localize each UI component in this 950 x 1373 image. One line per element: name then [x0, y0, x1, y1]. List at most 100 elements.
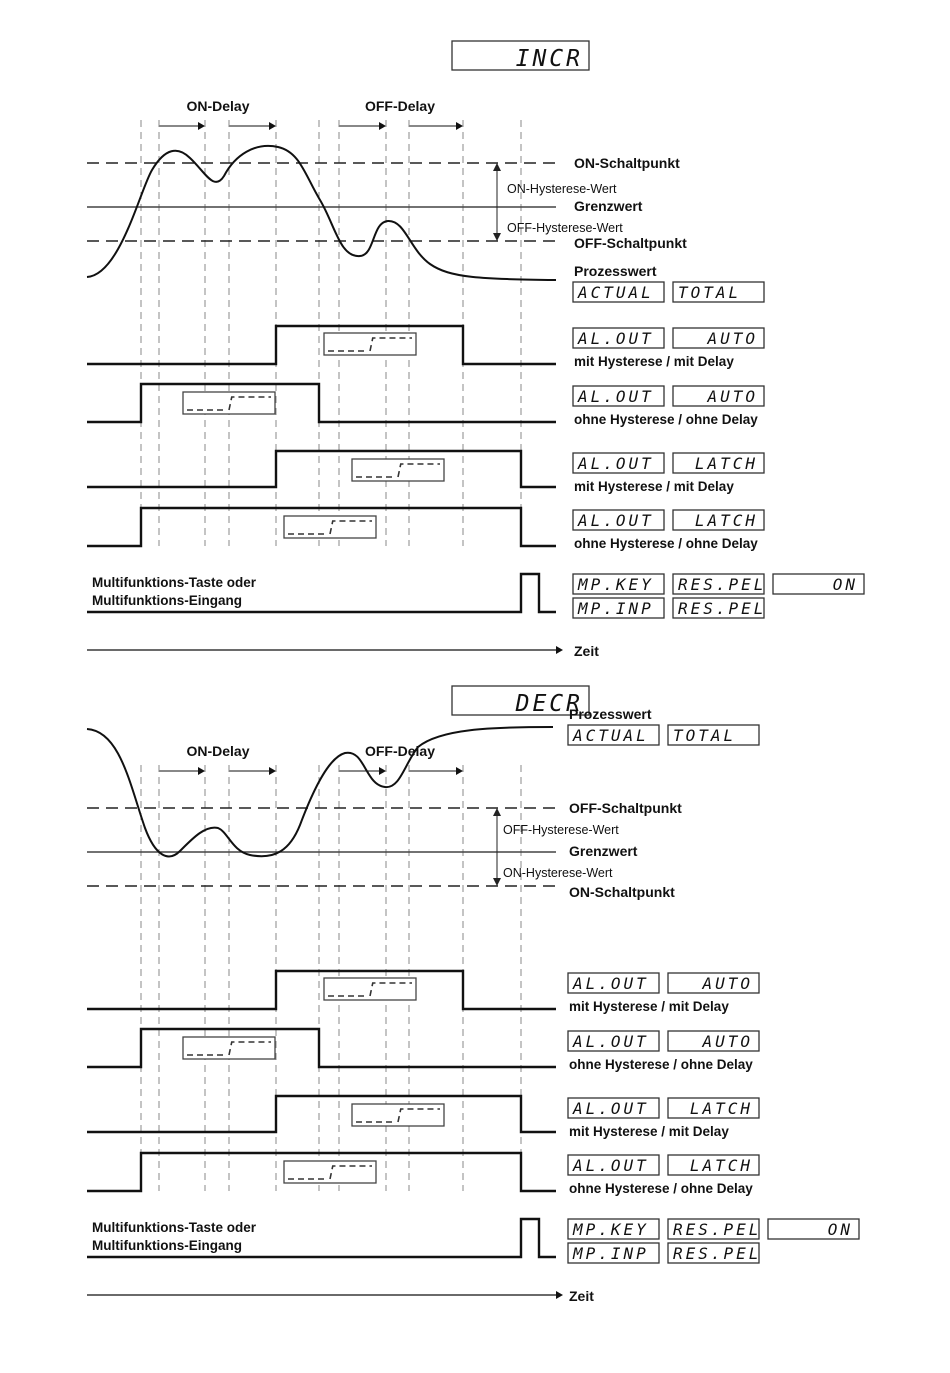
arrow-head [198, 122, 205, 130]
alarm-caption: mit Hysterese / mit Delay [574, 479, 734, 494]
lcd-box [672, 509, 765, 531]
lcd-box [567, 724, 660, 746]
lcd-text: ACTUAL [572, 726, 649, 745]
lcd-icon-frame [351, 1103, 445, 1127]
limit-label: Grenzwert [574, 198, 643, 214]
alarm-mode-display: LATCH [672, 452, 765, 474]
multifunction-label-2: Multifunktions-Eingang [92, 593, 242, 608]
lcd-output-icon [283, 1160, 377, 1184]
process-value-curve [86, 144, 557, 281]
alarm-mode-display: LATCH [667, 1097, 760, 1119]
alarm-out-display: AL.OUT [567, 1154, 660, 1176]
alarm-out-display: AL.OUT [572, 327, 665, 349]
lcd-output-icon [323, 332, 417, 356]
lcd-icon-frame [182, 391, 276, 415]
lcd-text: MP.KEY [577, 575, 654, 594]
lcd-box [451, 685, 590, 716]
lcd-text: DECR [515, 691, 583, 717]
lcd-text: RES.PEL [673, 1220, 761, 1239]
total-display: TOTAL [672, 281, 765, 303]
lcd-box [567, 1030, 660, 1052]
alarm-caption: ohne Hysterese / ohne Delay [569, 1057, 753, 1072]
multifunction-label-2: Multifunktions-Eingang [92, 1238, 242, 1253]
alarm-out-display: AL.OUT [572, 509, 665, 531]
lcd-box [667, 1242, 760, 1264]
lcd-text: LATCH [690, 1099, 753, 1118]
lcd-box [572, 281, 665, 303]
mpkey-display: MP.KEY [567, 1218, 660, 1240]
lcd-icon-glyph [187, 1041, 271, 1056]
process-value-label: Prozesswert [569, 706, 652, 722]
alarm-output-wave [87, 1094, 556, 1134]
upper-point-label: ON-Schaltpunkt [574, 155, 680, 171]
lcd-text: AL.OUT [577, 454, 654, 473]
lcd-text: AL.OUT [577, 511, 654, 530]
lcd-text: AL.OUT [572, 1156, 649, 1175]
off-delay-label: OFF-Delay [365, 98, 435, 114]
lcd-icon-glyph [328, 337, 412, 352]
arrow-head [456, 767, 463, 775]
alarm-output-wave [87, 382, 556, 424]
lcd-box [572, 597, 665, 619]
lcd-text: RES.PEL [678, 599, 766, 618]
lcd-output-icon [351, 1103, 445, 1127]
lcd-icon-frame [323, 332, 417, 356]
lcd-box [667, 1218, 760, 1240]
time-axis-label: Zeit [574, 643, 599, 659]
on-delay-label: ON-Delay [186, 743, 249, 759]
lcd-box [567, 1242, 660, 1264]
lcd-icon-glyph [356, 463, 440, 478]
respel-display-2: RES.PEL [667, 1242, 760, 1264]
arrow-head [269, 122, 276, 130]
lcd-box [667, 1030, 760, 1052]
lcd-text: AL.OUT [577, 329, 654, 348]
arrow-head [556, 1291, 563, 1299]
arrow-head [456, 122, 463, 130]
lcd-text: AUTO [706, 387, 758, 406]
alarm-caption: ohne Hysterese / ohne Delay [574, 536, 758, 551]
lcd-text: AUTO [701, 974, 753, 993]
upper-hysteresis-label: ON-Hysterese-Wert [507, 182, 617, 196]
on-display: ON [772, 573, 865, 595]
arrow-head [379, 122, 386, 130]
respel-display-2: RES.PEL [672, 597, 766, 619]
alarm-mode-display: LATCH [667, 1154, 760, 1176]
actual-display: ACTUAL [567, 724, 660, 746]
lcd-text: AUTO [706, 329, 758, 348]
arrow-head [198, 767, 205, 775]
lower-hysteresis-label: ON-Hysterese-Wert [503, 866, 613, 880]
lcd-box [672, 452, 765, 474]
arrow-head [269, 767, 276, 775]
lcd-box [567, 972, 660, 994]
lcd-box [572, 327, 665, 349]
lcd-box [567, 1218, 660, 1240]
alarm-output-wave [87, 449, 556, 489]
alarm-mode-display: LATCH [672, 509, 765, 531]
lcd-box [572, 509, 665, 531]
lower-hysteresis-label: OFF-Hysterese-Wert [507, 221, 623, 235]
alarm-out-display: AL.OUT [572, 385, 665, 407]
limit-label: Grenzwert [569, 843, 638, 859]
lcd-icon-frame [182, 1036, 276, 1060]
lcd-text: AL.OUT [577, 387, 654, 406]
lcd-icon-glyph [288, 1165, 372, 1180]
lcd-text: MP.INP [577, 599, 654, 618]
lcd-box [572, 452, 665, 474]
alarm-output-wave [87, 1027, 556, 1069]
upper-point-label: OFF-Schaltpunkt [569, 800, 682, 816]
off-delay-label: OFF-Delay [365, 743, 435, 759]
lcd-output-icon [182, 391, 276, 415]
lcd-box [667, 1154, 760, 1176]
lcd-text: ON [833, 575, 858, 594]
lcd-text: AL.OUT [572, 1032, 649, 1051]
lcd-output-icon [283, 515, 377, 539]
upper-hysteresis-label: OFF-Hysterese-Wert [503, 823, 619, 837]
lcd-icon-frame [323, 977, 417, 1001]
mode-display: DECR [451, 685, 590, 717]
lcd-text: TOTAL [678, 283, 741, 302]
lcd-text: AL.OUT [572, 1099, 649, 1118]
arrow-head [493, 808, 501, 816]
lcd-icon-glyph [187, 396, 271, 411]
